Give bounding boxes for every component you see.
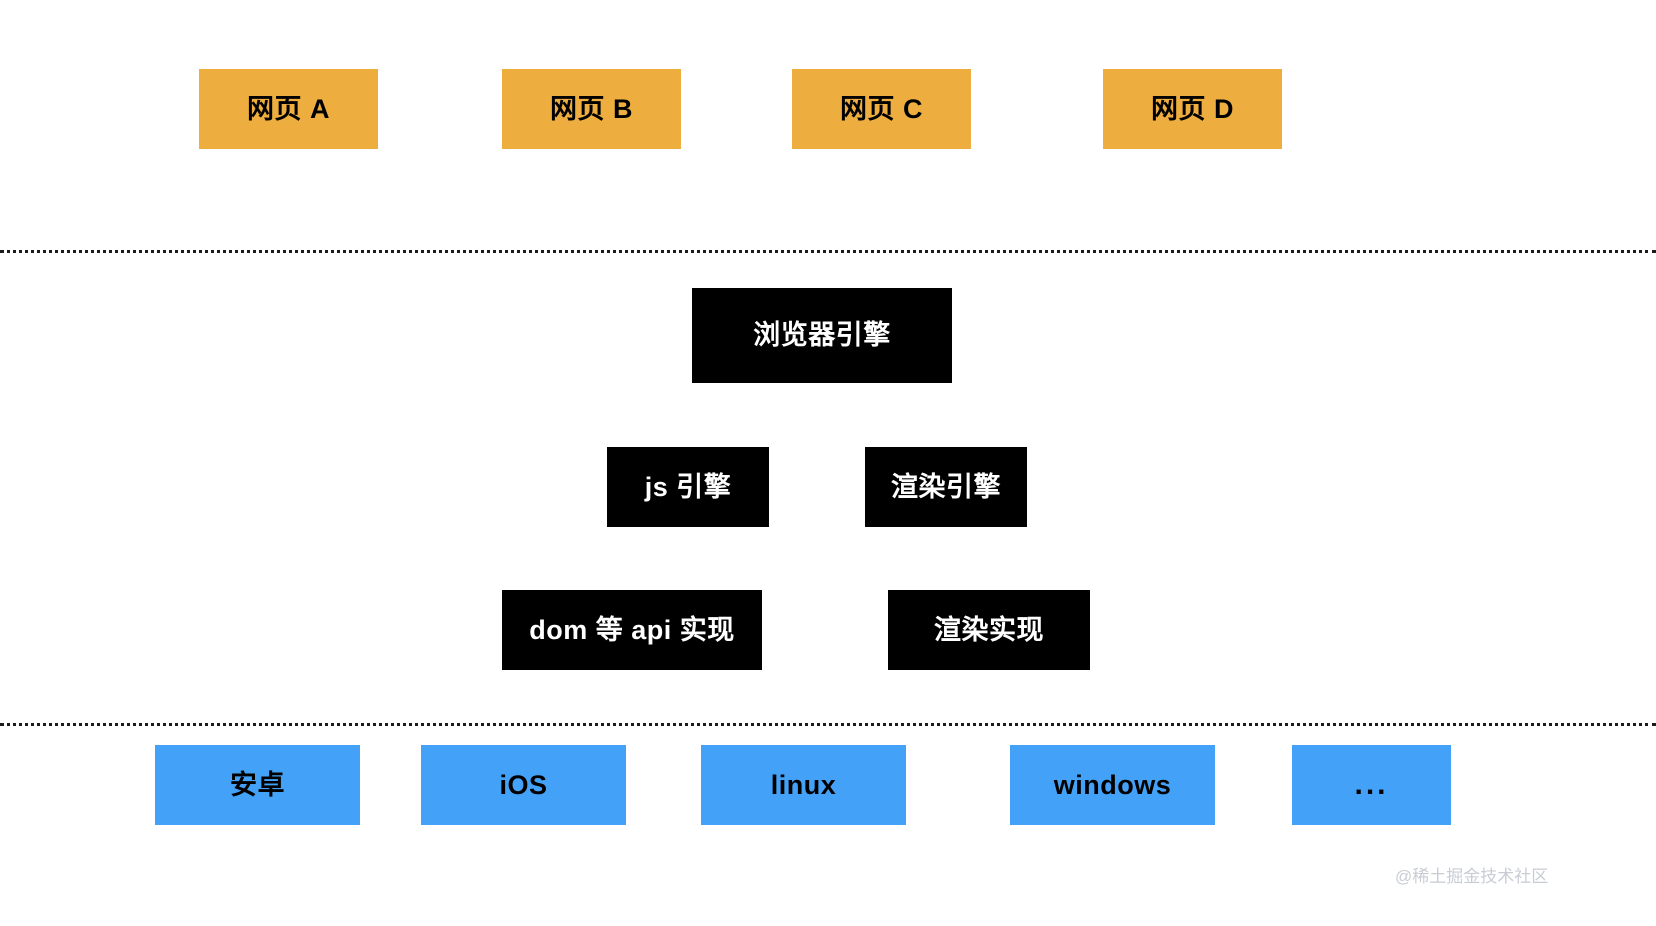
node-os-ios: iOS — [421, 745, 626, 825]
node-web-page-d: 网页 D — [1103, 69, 1282, 149]
node-os-more: ... — [1292, 745, 1451, 825]
node-os-android: 安卓 — [155, 745, 360, 825]
divider-engine-os — [0, 723, 1656, 726]
node-render-engine: 渲染引擎 — [865, 447, 1027, 527]
node-js-engine: js 引擎 — [607, 447, 769, 527]
node-web-page-a: 网页 A — [199, 69, 378, 149]
divider-pages-engine — [0, 250, 1656, 253]
node-dom-api-impl: dom 等 api 实现 — [502, 590, 762, 670]
node-web-page-c: 网页 C — [792, 69, 971, 149]
node-web-page-b: 网页 B — [502, 69, 681, 149]
node-browser-engine: 浏览器引擎 — [692, 288, 952, 383]
node-render-impl: 渲染实现 — [888, 590, 1090, 670]
node-os-windows: windows — [1010, 745, 1215, 825]
watermark: @稀土掘金技术社区 — [1395, 867, 1549, 886]
node-os-linux: linux — [701, 745, 906, 825]
